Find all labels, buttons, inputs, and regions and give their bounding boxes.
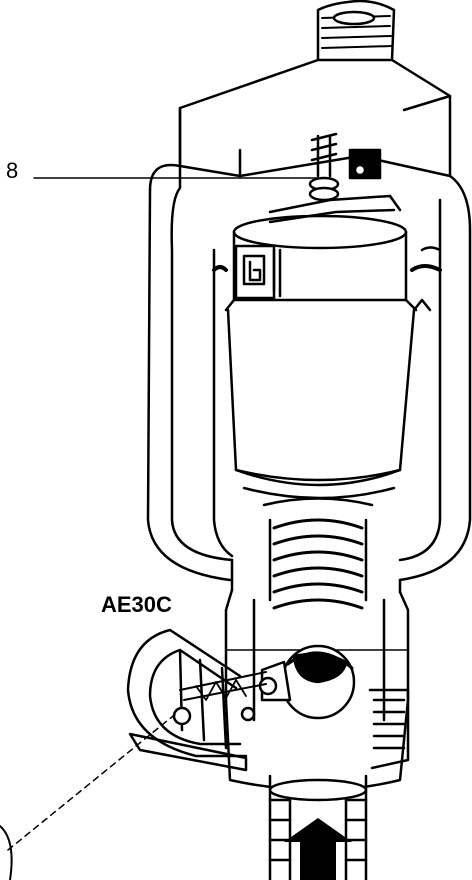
flow-arrow [284,818,352,880]
manual-drain-housing [126,628,267,772]
bottom-threaded-inlet [268,774,368,880]
model-label: AE30C [101,592,172,617]
bowl-housing [146,163,472,582]
lever-mechanism [234,132,402,300]
dashed-leader-line [7,711,179,851]
callout-number: 8 [6,158,19,183]
threaded-neck [230,497,402,610]
callout-circle-partial [0,825,13,880]
ball-valve [258,644,356,720]
upper-cap [178,58,452,178]
